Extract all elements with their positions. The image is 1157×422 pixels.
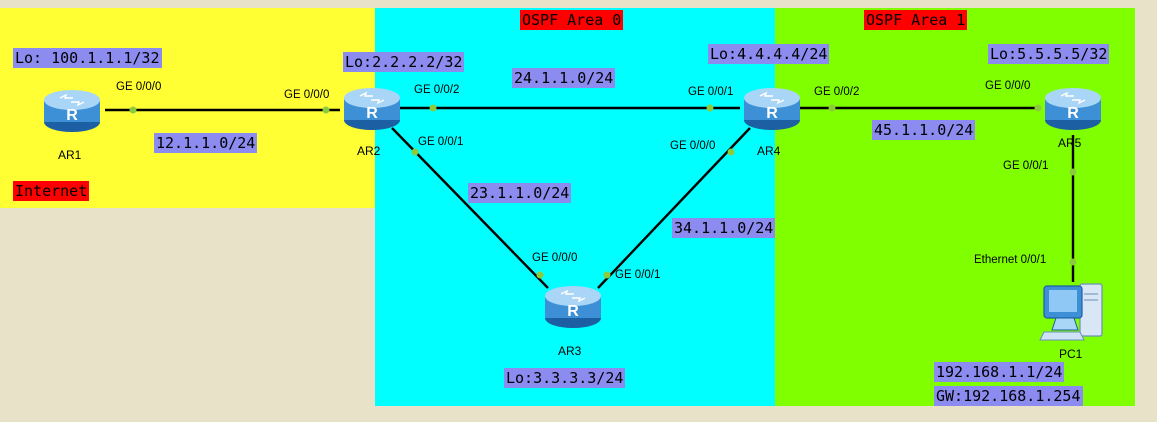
ar5-loopback: Lo:5.5.5.5/32 [988, 44, 1110, 64]
area0-label: OSPF Area 0 [520, 10, 624, 30]
area1-label: OSPF Area 1 [864, 10, 968, 30]
port-ar1-ge000: GE 0/0/0 [116, 81, 162, 93]
port-dot [129, 106, 137, 114]
port-dot [322, 106, 330, 114]
svg-text:R: R [1067, 105, 1079, 122]
ar1-name: AR1 [58, 148, 82, 162]
port-dot [1034, 104, 1042, 112]
port-ar4-ge002: GE 0/0/2 [814, 86, 860, 98]
svg-text:R: R [766, 105, 778, 122]
router-icon: R [744, 88, 800, 130]
ar3-loopback: Lo:3.3.3.3/24 [504, 368, 626, 388]
ar3-name: AR3 [558, 344, 582, 358]
net-34-label: 34.1.1.0/24 [672, 218, 776, 238]
port-ar3-ge001: GE 0/0/1 [615, 269, 661, 281]
port-dot [536, 271, 544, 279]
pc1-ip-label: 192.168.1.1/24 [934, 362, 1065, 382]
port-dot [706, 104, 714, 112]
port-ar5-ge000: GE 0/0/0 [985, 80, 1031, 92]
port-ar5-ge001: GE 0/0/1 [1003, 160, 1049, 172]
link-ar2-ar3 [391, 127, 549, 289]
ar1-loopback: Lo: 100.1.1.1/32 [13, 48, 162, 68]
svg-text:R: R [66, 107, 78, 124]
svg-text:R: R [567, 303, 579, 320]
net-23-label: 23.1.1.0/24 [468, 183, 572, 203]
router-icon: R [1045, 88, 1101, 130]
port-dot [429, 104, 437, 112]
pc-icon [1039, 283, 1103, 341]
link-ar3-ar4 [597, 127, 751, 289]
ar2-name: AR2 [357, 144, 381, 158]
port-pc1-eth001: Ethernet 0/0/1 [974, 254, 1047, 266]
port-dot [1069, 168, 1077, 176]
router-icon: R [44, 90, 100, 132]
ar2-loopback: Lo:2.2.2.2/32 [343, 52, 465, 72]
port-dot [411, 148, 419, 156]
net-45-label: 45.1.1.0/24 [872, 120, 976, 140]
ar4-loopback: Lo:4.4.4.4/24 [708, 44, 830, 64]
net-12-label: 12.1.1.0/24 [154, 133, 258, 153]
ar4-name: AR4 [757, 144, 781, 158]
ar5-name: AR5 [1058, 136, 1082, 150]
port-ar2-ge000: GE 0/0/0 [284, 89, 330, 101]
router-icon: R [545, 286, 601, 328]
port-ar3-ge000: GE 0/0/0 [532, 252, 578, 264]
port-dot [603, 271, 611, 279]
net-24-label: 24.1.1.0/24 [512, 68, 616, 88]
svg-text:R: R [366, 105, 378, 122]
port-dot [727, 148, 735, 156]
port-dot [828, 104, 836, 112]
port-dot [1069, 258, 1077, 266]
router-icon: R [344, 88, 400, 130]
pc1-gw-label: GW:192.168.1.254 [934, 386, 1083, 406]
port-ar2-ge002: GE 0/0/2 [414, 84, 460, 96]
port-ar4-ge001: GE 0/0/1 [688, 86, 734, 98]
pc1-name: PC1 [1059, 347, 1083, 361]
port-ar4-ge000: GE 0/0/0 [670, 140, 716, 152]
port-ar2-ge001: GE 0/0/1 [418, 136, 464, 148]
internet-label: Internet [13, 181, 90, 201]
